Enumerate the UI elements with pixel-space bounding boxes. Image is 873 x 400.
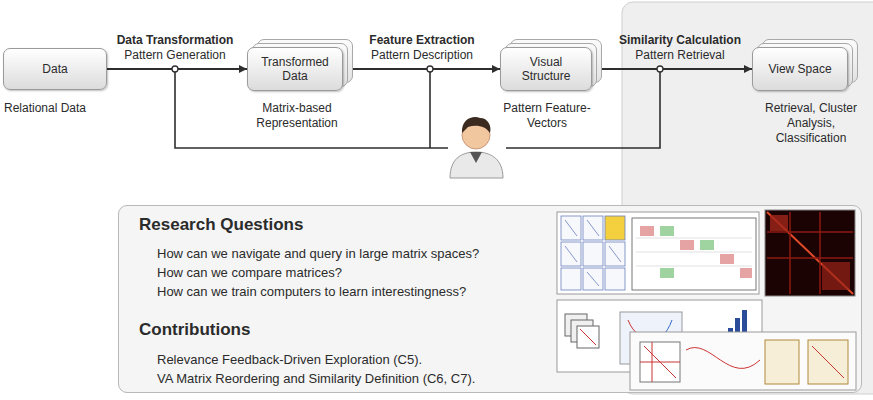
- reorder-table: [632, 218, 756, 290]
- curve: [686, 348, 760, 369]
- edge-label: Feature Extraction: [322, 33, 522, 47]
- junction-dot: [427, 66, 433, 72]
- cell: [720, 254, 734, 264]
- thumbnail-frame: [630, 332, 856, 390]
- heatmap-diagonal: [767, 212, 853, 294]
- summary-panel: Research QuestionsHow can we navigate an…: [118, 205, 862, 393]
- grid: [636, 238, 752, 266]
- thumbnail-frame: [557, 212, 759, 294]
- box-label: Visual Structure: [501, 55, 591, 83]
- group-box: [808, 340, 848, 384]
- box-caption: Pattern Feature-Vectors: [492, 101, 602, 131]
- section-heading: Research Questions: [139, 215, 303, 235]
- user-body: [450, 152, 503, 178]
- diagonal: [565, 220, 621, 286]
- heatmap-block: [822, 262, 850, 290]
- stage-sublabel: Pattern Description: [322, 48, 522, 62]
- matrix-thumbnail: [557, 212, 759, 294]
- group-box: [765, 340, 799, 384]
- heatmap-band: [767, 212, 853, 294]
- process-box: DataRelational Data: [3, 48, 107, 90]
- cell: [605, 216, 625, 240]
- panel-text: How can we train computers to learn inte…: [157, 284, 466, 299]
- box-caption: Relational Data: [0, 101, 90, 116]
- user-icon: [450, 117, 503, 178]
- stage-sublabel: Pattern Retrieval: [580, 48, 780, 62]
- user-collar: [470, 152, 482, 163]
- feedback-line: [429, 72, 431, 148]
- matrix-lines: [640, 342, 680, 382]
- cell: [605, 268, 625, 290]
- process-box: Visual StructurePattern Feature-Vectors: [500, 47, 592, 91]
- heatmap-thumbnail: [765, 210, 855, 296]
- heatmap-block: [770, 215, 788, 231]
- matrix-icon: [577, 326, 599, 348]
- cell: [660, 226, 674, 236]
- panel-text: How can we compare matrices?: [157, 265, 342, 280]
- section-heading: Contributions: [139, 320, 250, 340]
- panel-text: VA Matrix Reordering and Similarity Defi…: [157, 371, 475, 386]
- user-hair: [462, 117, 491, 133]
- diagonal: [812, 346, 844, 378]
- edge-label: Data Transformation: [75, 33, 275, 47]
- process-box: Transformed DataMatrix-based Representat…: [247, 47, 343, 91]
- small-multiples: [561, 216, 625, 290]
- stage-sublabel: Pattern Generation: [75, 48, 275, 62]
- edge-label: Similarity Calculation: [580, 33, 780, 47]
- cell: [660, 268, 674, 278]
- box-label: View Space: [753, 62, 847, 76]
- process-box: View SpaceRetrieval, Cluster Analysis, C…: [752, 47, 848, 91]
- junction-dot: [172, 66, 178, 72]
- cell: [561, 268, 581, 290]
- box-label: Transformed Data: [248, 55, 342, 83]
- panel-text: How can we navigate and query in large m…: [157, 246, 479, 261]
- diagonal: [580, 329, 596, 345]
- summary-panel-fill: [118, 205, 862, 393]
- cell: [700, 240, 714, 250]
- box-caption: Matrix-based Representation: [232, 101, 362, 131]
- box-label: Data: [4, 62, 106, 76]
- cell: [740, 268, 752, 278]
- cell: [583, 242, 603, 266]
- sorting-thumbnail: [630, 332, 856, 390]
- box-caption: Retrieval, Cluster Analysis, Classificat…: [753, 101, 869, 146]
- cell: [640, 226, 654, 236]
- matrix-icon: [640, 342, 680, 382]
- junction-dot: [657, 66, 663, 72]
- heatmap: [765, 210, 855, 296]
- cell: [680, 240, 694, 250]
- panel-text: Relevance Feedback-Driven Exploration (C…: [157, 352, 422, 367]
- table-cells: [636, 226, 752, 278]
- flow-arrow: [602, 68, 752, 70]
